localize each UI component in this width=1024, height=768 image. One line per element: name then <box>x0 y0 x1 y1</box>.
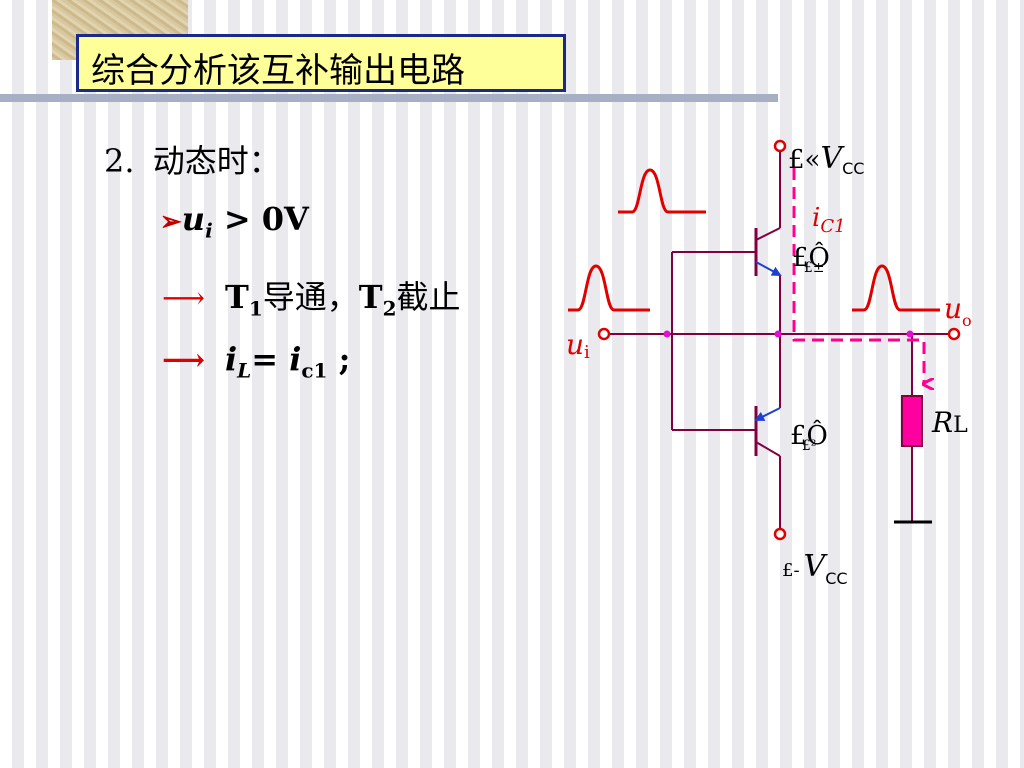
vcc-pos-v: V <box>820 141 845 176</box>
title-box: 综合分析该互补输出电路 <box>76 34 566 92</box>
equals-sign: = <box>251 340 290 378</box>
t1-state: 导通， <box>262 278 359 316</box>
ic1-sub: C1 <box>820 216 845 237</box>
cond-sub: i <box>205 218 213 243</box>
cond-rest: > 0V <box>212 200 309 238</box>
right-arrow-icon: ⟶ <box>162 281 206 316</box>
transistor-state-line: ⟶T1导通，T2截止 <box>162 272 461 320</box>
vcc-neg-prefix: £- <box>782 560 800 581</box>
ic1-var: i <box>812 203 820 233</box>
t2-label: T <box>358 278 383 316</box>
il-var: i <box>225 340 238 378</box>
transistor-t1 <box>754 227 782 276</box>
terminals <box>597 139 961 541</box>
ui-sub: i <box>584 342 590 363</box>
t2-sub: 2 <box>382 296 397 321</box>
t2-state: 截止 <box>396 278 461 316</box>
ic-sub: c1 <box>301 358 328 383</box>
t2-mark: £Ô <box>790 419 828 451</box>
bullet-arrow-icon: ➢ <box>160 207 182 237</box>
current-equation-line: ⟶iL= ic1 ; <box>162 340 350 382</box>
rl-sub: L <box>953 413 968 438</box>
waveform-pulses <box>568 168 940 312</box>
header-rule <box>0 94 778 102</box>
semicolon: ; <box>327 340 351 378</box>
svg-text:RL: RL <box>931 406 968 439</box>
cond-var: u <box>181 200 206 238</box>
t2-mark-sub: £² <box>802 438 817 454</box>
transistor-t2 <box>754 406 781 457</box>
vcc-neg-v: V <box>804 549 829 584</box>
svg-text:£-VCC: £-VCC <box>782 549 848 588</box>
step-line: 2. 动态时： <box>104 136 281 182</box>
svg-text:£Ô£±: £Ô£± <box>792 241 830 276</box>
svg-text:£Ô£²: £Ô£² <box>790 419 828 454</box>
uo-sub: o <box>962 311 972 330</box>
t1-mark-sub: £± <box>804 260 825 276</box>
svg-text:iC1: iC1 <box>812 203 846 237</box>
svg-text:uo: uo <box>944 292 972 330</box>
t1-label: T <box>225 278 249 316</box>
load-resistor <box>901 395 923 447</box>
rl-var: R <box>931 406 953 439</box>
ic-var: i <box>289 340 302 378</box>
t1-mark: £Ô <box>792 241 830 273</box>
condition-line: ➢ui > 0V <box>160 200 309 242</box>
il-sub: L <box>237 358 252 383</box>
step-label: 动态时： <box>152 142 281 180</box>
svg-text:£«VCC: £«VCC <box>788 141 864 178</box>
vcc-pos-sub: CC <box>842 159 864 178</box>
page-title: 综合分析该互补输出电路 <box>91 51 465 91</box>
svg-text:ui: ui <box>566 328 590 363</box>
circuit-labels: £«VCC £-VCC iC1 £Ô£± £Ô£² ui uo RL <box>566 141 972 588</box>
t1-sub: 1 <box>248 296 263 321</box>
current-path <box>792 168 924 384</box>
circuit-wires <box>610 150 948 528</box>
ui-var: u <box>566 328 584 361</box>
step-number: 2. <box>104 142 135 180</box>
right-arrow-icon: ⟶ <box>162 343 206 378</box>
vcc-neg-sub: CC <box>825 569 847 588</box>
vcc-pos-prefix: £« <box>788 145 820 175</box>
uo-var: u <box>944 292 962 325</box>
junction-nodes <box>663 330 914 338</box>
